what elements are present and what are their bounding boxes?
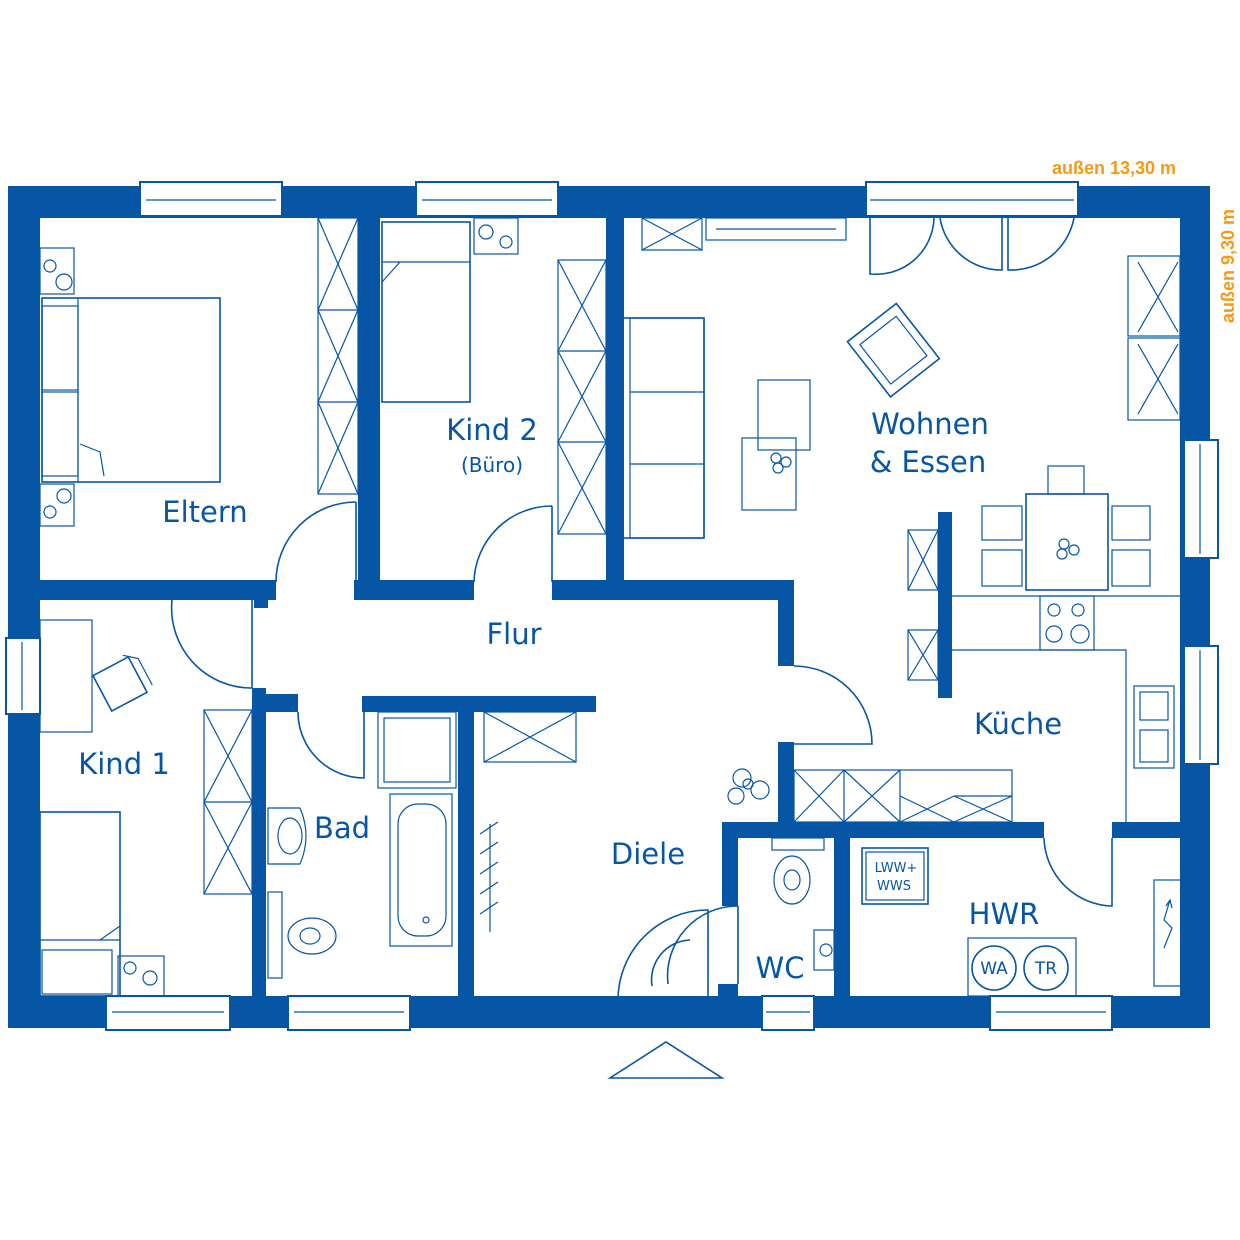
wardrobe bbox=[203, 709, 253, 895]
wardrobe bbox=[317, 217, 359, 495]
single-bed bbox=[39, 811, 121, 997]
entrance-marker bbox=[607, 1041, 725, 1079]
nightstand bbox=[117, 955, 165, 997]
dining-table bbox=[981, 465, 1151, 591]
sink bbox=[1133, 685, 1175, 769]
laundry-appliances bbox=[967, 937, 1077, 997]
nightstand bbox=[39, 483, 75, 527]
room-label-wc: WC bbox=[756, 951, 805, 985]
cooktop bbox=[1039, 595, 1095, 651]
washer-label: WA bbox=[980, 959, 1008, 979]
toilet bbox=[773, 855, 811, 905]
dryer-icon bbox=[1023, 945, 1069, 991]
window bbox=[139, 181, 283, 217]
dryer-label: TR bbox=[1034, 959, 1057, 979]
room-label-eltern: Eltern bbox=[162, 495, 247, 529]
single-bed bbox=[381, 221, 471, 403]
eltern-furniture bbox=[39, 217, 359, 527]
window bbox=[287, 995, 411, 1031]
interior-walls bbox=[24, 200, 1192, 1008]
bad-furniture bbox=[267, 711, 499, 979]
heat-pump-unit bbox=[861, 847, 929, 905]
cabinet bbox=[1127, 255, 1181, 337]
washbasin bbox=[267, 807, 307, 865]
room-label-flur: Flur bbox=[486, 617, 541, 651]
shower bbox=[377, 711, 457, 789]
terrace-door bbox=[939, 217, 1003, 271]
room-label-bad: Bad bbox=[314, 811, 370, 845]
terrace-door bbox=[869, 217, 935, 276]
window bbox=[865, 181, 1079, 217]
terrace-door bbox=[1007, 217, 1075, 271]
washer-icon bbox=[971, 945, 1017, 991]
kitchen-counter bbox=[793, 769, 1013, 823]
dimension-width: außen 13,30 m bbox=[1052, 158, 1176, 178]
wohnen-furniture bbox=[621, 217, 1181, 591]
plant-icon bbox=[727, 768, 770, 805]
room-label-diele: Diele bbox=[611, 837, 685, 871]
desk-chair bbox=[91, 654, 153, 713]
room-sublabel-kind2: (Büro) bbox=[461, 453, 523, 477]
window bbox=[5, 637, 41, 715]
windows bbox=[5, 181, 1219, 1031]
hwr-furniture bbox=[861, 847, 1183, 997]
room-label-hwr: HWR bbox=[969, 897, 1040, 931]
coffee-table bbox=[757, 379, 811, 451]
wc-furniture bbox=[771, 837, 835, 971]
doors bbox=[170, 501, 1113, 1001]
cabinet bbox=[907, 629, 939, 681]
stairs bbox=[1153, 879, 1183, 987]
toilet bbox=[267, 891, 337, 979]
nightstand bbox=[39, 247, 75, 295]
room-label-kind2: Kind 2 bbox=[446, 413, 538, 447]
cabinet bbox=[1127, 337, 1181, 421]
plant-icon bbox=[770, 452, 792, 474]
dimension-depth: außen 9,30 m bbox=[1218, 209, 1238, 323]
window bbox=[105, 995, 231, 1031]
kueche-furniture bbox=[793, 529, 1180, 823]
sofa bbox=[621, 317, 705, 539]
armchair bbox=[846, 302, 941, 398]
nightstand bbox=[473, 217, 519, 255]
heat-pump-label: LWW+ bbox=[875, 861, 918, 876]
window bbox=[1183, 439, 1219, 559]
room-label-wohnen: Wohnen bbox=[871, 407, 989, 441]
kind1-furniture bbox=[39, 619, 253, 997]
side-table bbox=[741, 437, 797, 511]
sideboard bbox=[641, 217, 703, 251]
towel-rack bbox=[479, 821, 499, 932]
room-label-kind1: Kind 1 bbox=[78, 747, 170, 781]
room-label-essen: & Essen bbox=[870, 445, 987, 479]
cabinet bbox=[483, 711, 577, 763]
kind2-furniture bbox=[381, 217, 607, 535]
tv-board bbox=[705, 217, 847, 241]
diele-furniture bbox=[483, 711, 770, 805]
water-storage-label: WWS bbox=[877, 879, 911, 894]
wardrobe bbox=[557, 259, 607, 535]
room-labels: Eltern Kind 2 (Büro) Wohnen & Essen Flur… bbox=[78, 407, 1062, 985]
washbasin bbox=[813, 929, 835, 971]
bathtub bbox=[389, 793, 453, 947]
cabinet bbox=[907, 529, 939, 591]
window bbox=[415, 181, 559, 217]
window bbox=[761, 995, 815, 1031]
room-label-kueche: Küche bbox=[974, 707, 1062, 741]
appliance-labels: LWW+ WWS WA TR bbox=[875, 861, 1058, 979]
desk bbox=[39, 619, 93, 733]
window bbox=[1183, 645, 1219, 765]
window bbox=[989, 995, 1113, 1031]
